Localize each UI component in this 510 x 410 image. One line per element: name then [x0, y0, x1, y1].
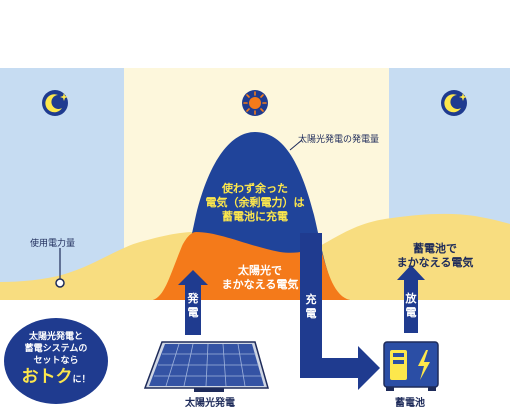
surplus-label-line2: 電気（余剰電力）は [205, 196, 305, 209]
discharge-arrow-label: 放電 [405, 292, 417, 319]
surplus-label-line1: 使わず余った [222, 182, 288, 195]
promo-line1: 太陽光発電と [28, 332, 83, 342]
surplus-label-line3: 蓄電池に充電 [222, 210, 288, 223]
generate-arrow [178, 270, 208, 335]
moon-icon [42, 90, 68, 116]
discharge-arrow [397, 265, 425, 333]
promo-line3: セットなら [33, 356, 79, 366]
usage-label: 使用電力量 [30, 239, 76, 249]
solar-amount-label: 太陽光発電の発電量 [298, 135, 380, 145]
battery-label: 蓄電池 [395, 398, 425, 409]
promo-suffix: に！ [72, 375, 91, 385]
battery-icon [383, 341, 439, 391]
promo-highlight: おトク [21, 367, 73, 387]
usage-marker [55, 278, 65, 288]
battery-cover-label-line1: 蓄電池で [413, 242, 457, 255]
solar-cover-label-line1: 太陽光で [238, 264, 282, 277]
generate-arrow-label: 発電 [187, 292, 199, 319]
promo-highlight-row: おトクに！ [4, 367, 108, 390]
solar-panel-label: 太陽光発電 [185, 398, 235, 409]
promo-line2: 蓄電システムの [24, 344, 88, 354]
moon-icon [441, 90, 467, 116]
charge-arrow-label: 充電 [305, 293, 317, 320]
battery-cover-label-line2: まかなえる電気 [396, 256, 474, 269]
charge-arrow [300, 233, 380, 390]
promo-badge: 太陽光発電と 蓄電システムの セットなら おトクに！ [4, 318, 108, 404]
solar-cover-label-line2: まかなえる電気 [221, 278, 299, 291]
sun-icon [242, 90, 268, 116]
solar-panel-icon [143, 341, 269, 392]
solar-amount-leader-line [289, 139, 303, 151]
